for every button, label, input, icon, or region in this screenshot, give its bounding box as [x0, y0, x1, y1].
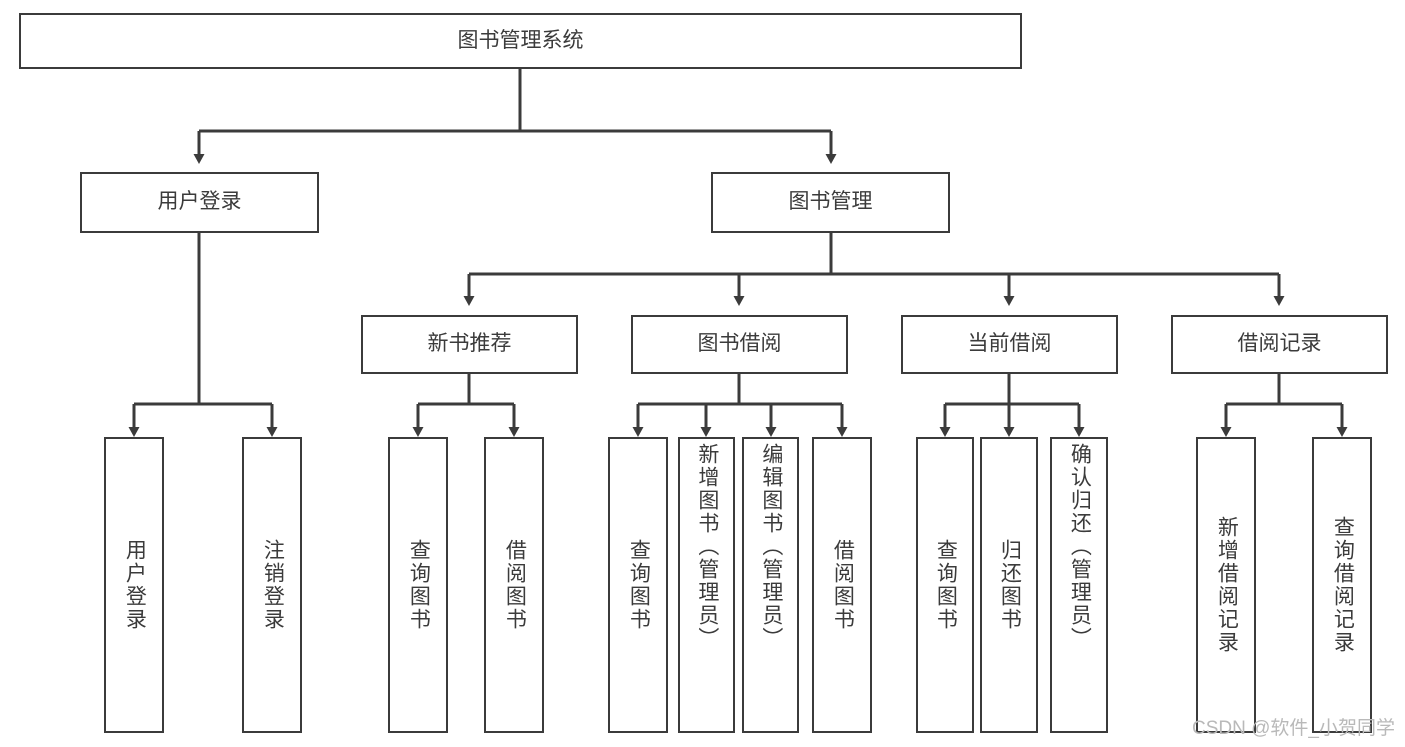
leaf-query-book-new[interactable]: 查询图书 — [388, 437, 448, 733]
leaf-borrow-book-new[interactable]: 借阅图书 — [484, 437, 544, 733]
node-borrow-record[interactable]: 借阅记录 — [1171, 315, 1388, 374]
leaf-edit-book-admin[interactable]: 编辑图书（管理员） — [742, 437, 799, 733]
leaf-query-book-borrow[interactable]: 查询图书 — [608, 437, 668, 733]
watermark: CSDN @软件_小贺同学 — [1192, 718, 1395, 739]
leaf-query-book-current[interactable]: 查询图书 — [916, 437, 974, 733]
leaf-add-borrow-record[interactable]: 新增借阅记录 — [1196, 437, 1256, 733]
node-book-borrow[interactable]: 图书借阅 — [631, 315, 848, 374]
node-root[interactable]: 图书管理系统 — [19, 13, 1022, 69]
leaf-query-borrow-record[interactable]: 查询借阅记录 — [1312, 437, 1372, 733]
leaf-confirm-return-admin[interactable]: 确认归还（管理员） — [1050, 437, 1108, 733]
leaf-add-book-admin[interactable]: 新增图书（管理员） — [678, 437, 735, 733]
leaf-logout[interactable]: 注销登录 — [242, 437, 302, 733]
leaf-borrow-book[interactable]: 借阅图书 — [812, 437, 872, 733]
node-current-borrow[interactable]: 当前借阅 — [901, 315, 1118, 374]
leaf-return-book[interactable]: 归还图书 — [980, 437, 1038, 733]
node-book-management[interactable]: 图书管理 — [711, 172, 950, 233]
leaf-user-login[interactable]: 用户登录 — [104, 437, 164, 733]
node-new-book-recommend[interactable]: 新书推荐 — [361, 315, 578, 374]
node-user-login[interactable]: 用户登录 — [80, 172, 319, 233]
